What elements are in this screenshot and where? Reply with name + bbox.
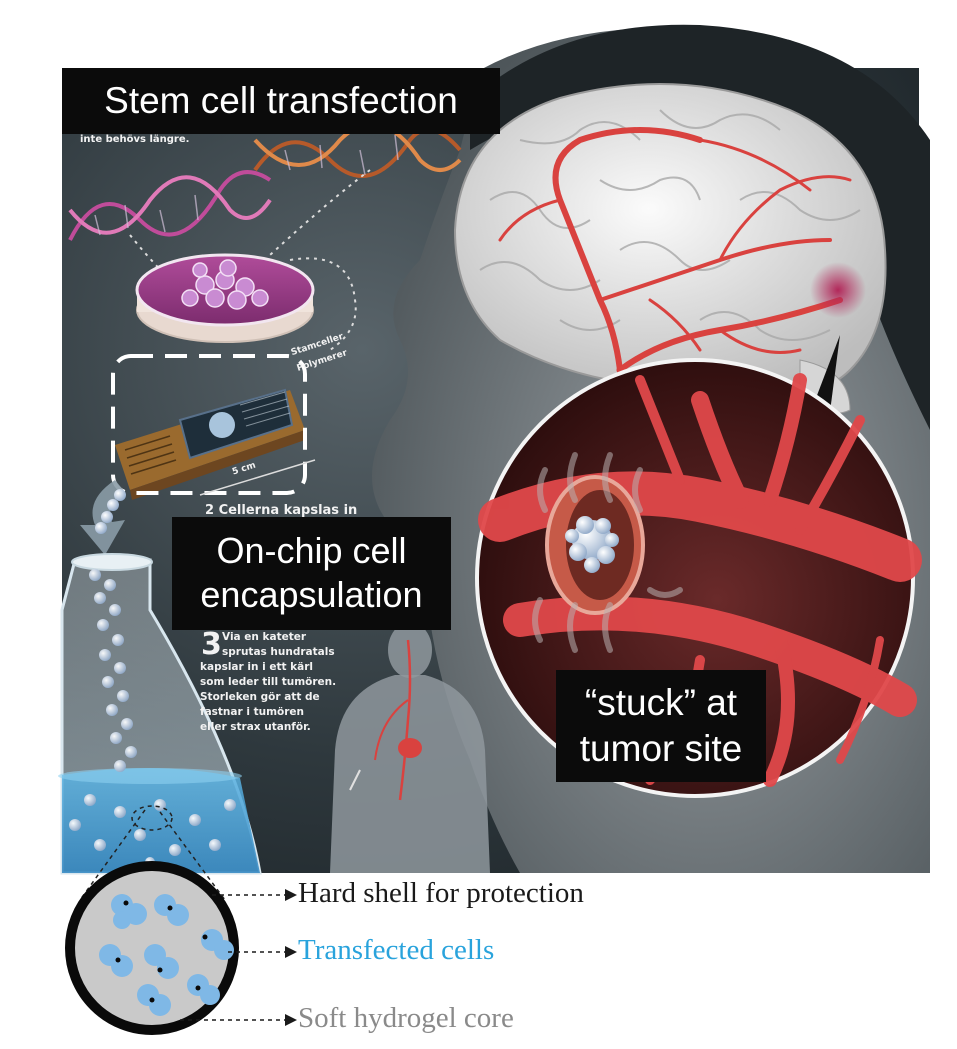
step3-line: sprutas hundratals [222, 646, 335, 658]
tumor-spot [810, 262, 866, 318]
label-text-line2: encapsulation [200, 574, 423, 615]
arrowhead-cells [285, 946, 297, 958]
capsule-cluster [565, 516, 619, 573]
step2-heading: 2 Cellerna kapslas in [205, 503, 358, 518]
microfluidic-chip [115, 388, 305, 500]
step3-number: 3 [201, 627, 222, 662]
label-text: Stem cell transfection [104, 80, 458, 121]
label-text-line1: “stuck” at [584, 682, 738, 723]
falling-capsules [95, 489, 126, 534]
petri-dish [135, 253, 315, 343]
capsule-cross-section [65, 805, 239, 1035]
capsule-column [69, 569, 236, 867]
arrowhead-shell [285, 889, 297, 901]
body-silhouette [330, 622, 490, 873]
label-stuck-at-tumor-site: “stuck” at tumor site [556, 670, 766, 782]
step3-line: eller strax utanför. [200, 721, 311, 733]
legend-transfected-cells: Transfected cells [298, 934, 495, 966]
label-on-chip-encapsulation: On-chip cell encapsulation [172, 517, 451, 630]
label-stem-cell-transfection: Stem cell transfection [62, 68, 500, 134]
legend-arrows [180, 894, 285, 1021]
step3-line: fastnar i tumören [200, 706, 304, 718]
step3-line: kapslar in i ett kärl [200, 661, 313, 673]
label-text-line1: On-chip cell [216, 530, 407, 571]
label-text-line2: tumor site [579, 728, 743, 769]
legend-soft-hydrogel-core: Soft hydrogel core [298, 1002, 514, 1034]
step3-line: Via en kateter [222, 631, 307, 643]
caption-top-swedish: inte behövs längre. [80, 134, 190, 145]
step3-line: som leder till tumören. [200, 676, 337, 688]
arrowhead-core [285, 1014, 297, 1026]
legend-hard-shell: Hard shell for protection [298, 877, 584, 909]
step3-line: Storleken gör att de [200, 691, 320, 703]
step3-paragraph: Via en kateter sprutas hundratals kapsla… [200, 630, 375, 735]
brain [453, 83, 887, 414]
